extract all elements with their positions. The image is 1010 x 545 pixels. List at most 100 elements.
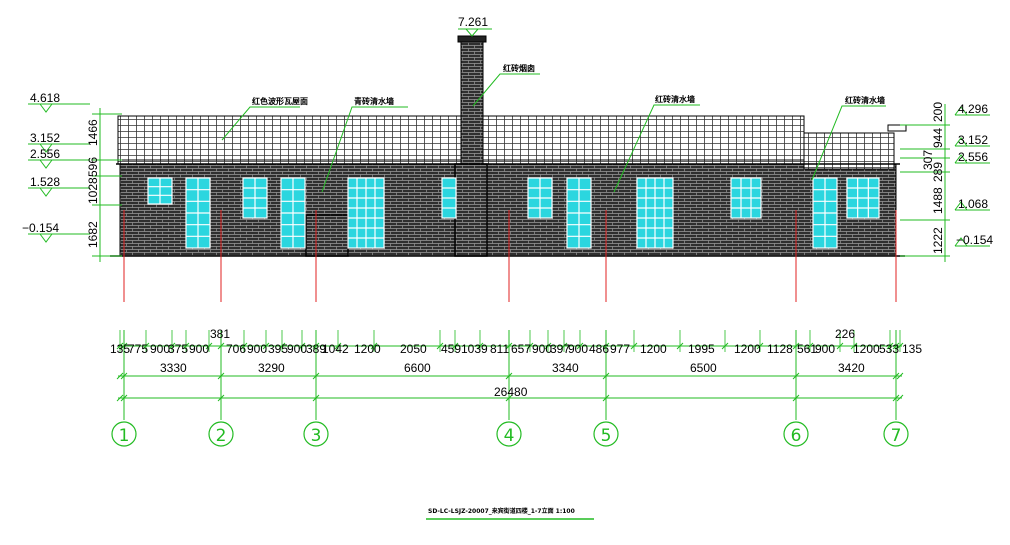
small-dim-label: 657	[511, 342, 531, 356]
note-chimney: 红砖烟囱	[503, 63, 535, 73]
note-wall-right: 红砖清水墙	[845, 95, 885, 105]
small-dim-label: 900	[247, 342, 267, 356]
small-dim-label: 375	[168, 342, 188, 356]
small-dim-label: 397	[550, 342, 570, 356]
segment-dim-label: 3330	[160, 361, 187, 375]
axis-label-6: 6	[791, 426, 802, 446]
elev-right-5: −0.154	[956, 233, 993, 247]
small-dim-label: 459	[441, 342, 461, 356]
dim-left-3: 1028	[86, 177, 100, 204]
segment-dim-label: 6600	[404, 361, 431, 375]
small-dim-label: 226	[835, 327, 855, 341]
dim-tick	[602, 372, 610, 380]
small-dim-label: 900	[815, 342, 835, 356]
small-dim-label: 900	[150, 342, 170, 356]
windows	[147, 177, 880, 249]
small-dim-label: 395	[268, 342, 288, 356]
axis-circle	[593, 421, 619, 447]
dim-right-3: 307	[921, 150, 935, 170]
elev-left-5: −0.154	[22, 221, 59, 235]
small-dim-label: 1200	[640, 342, 667, 356]
small-dim-label: 1039	[461, 342, 488, 356]
small-dim-label: 900	[287, 342, 307, 356]
dim-right-5: 1488	[931, 187, 945, 214]
axis-circle	[496, 421, 522, 447]
elev-left-2: 3.152	[30, 131, 60, 145]
axis-circle	[303, 421, 329, 447]
small-dim-label: 135	[110, 342, 130, 356]
small-dim-label: 135	[902, 342, 922, 356]
brick-wall	[119, 163, 897, 257]
small-dim-label: 900	[532, 342, 552, 356]
dim-tick	[217, 372, 225, 380]
dim-tick	[116, 372, 124, 380]
elev-left-1: 4.618	[30, 91, 60, 105]
dim-tick	[892, 372, 900, 380]
axis-label-3: 3	[311, 426, 322, 446]
small-dim-label: 775	[128, 342, 148, 356]
axis-circle	[783, 421, 809, 447]
small-dim-label: 2050	[400, 342, 427, 356]
drawing-caption: SD-LC-LSJZ-20007_来宾街道四楼_1-7立面 1:100	[428, 507, 575, 515]
left-elevation-markers	[28, 103, 122, 262]
small-dim-label: 389	[306, 342, 326, 356]
dim-right-6: 1222	[931, 227, 945, 254]
small-dim-label: 1128	[767, 342, 793, 356]
axis-label-4: 4	[504, 426, 515, 446]
small-dim-label: 1200	[354, 342, 381, 356]
small-dim-label: 706	[226, 342, 246, 356]
dimension-lines	[118, 345, 902, 399]
parapet-right	[887, 124, 907, 132]
small-dim-label: 1042	[322, 342, 349, 356]
elev-top: 7.261	[458, 15, 488, 29]
dim-right-4: 289	[931, 162, 945, 182]
elev-right-1: 4.296	[958, 102, 988, 116]
total-dimension: 26480	[494, 385, 528, 399]
small-dim-label: 486	[589, 342, 609, 356]
leaders	[221, 73, 886, 193]
top-elevation-marker	[458, 28, 492, 37]
small-dim-label: 977	[610, 342, 630, 356]
segment-dim-label: 6500	[690, 361, 717, 375]
elev-right-2: 3.152	[958, 133, 988, 147]
chimney	[460, 39, 484, 165]
segment-dim-label: 3290	[258, 361, 285, 375]
axis-circle	[111, 421, 137, 447]
dim-tick	[896, 372, 904, 380]
small-dim-label: 1200	[853, 342, 880, 356]
dim-left-1: 1466	[86, 119, 100, 146]
dim-left-2: 596	[86, 157, 100, 177]
segment-dim-label: 3340	[552, 361, 579, 375]
dim-tick	[792, 372, 800, 380]
dim-right-1: 200	[931, 102, 945, 122]
note-wall-center: 红砖清水墙	[655, 94, 695, 104]
building	[110, 35, 907, 257]
axis-label-2: 2	[216, 426, 227, 446]
dim-left-4: 1682	[86, 221, 100, 248]
right-elevation-markers	[900, 104, 990, 262]
note-wall-left: 青砖清水墙	[354, 96, 394, 106]
note-roof: 红色波形瓦屋面	[252, 96, 308, 106]
axis-label-7: 7	[891, 426, 902, 446]
elev-left-4: 1.528	[30, 175, 60, 189]
elev-right-3: 2.556	[958, 150, 988, 164]
dim-tick	[312, 372, 320, 380]
axis-circle	[883, 421, 909, 447]
axis-label-1: 1	[119, 426, 130, 446]
dim-tick	[116, 394, 124, 402]
small-dim-label: 900	[189, 342, 209, 356]
dim-tick	[896, 394, 904, 402]
dimension-ticks	[116, 330, 904, 402]
small-dim-label: 900	[568, 342, 588, 356]
dim-tick	[120, 372, 128, 380]
elev-right-4: 1.068	[958, 197, 988, 211]
axis-label-5: 5	[601, 426, 612, 446]
chimney-cap	[457, 35, 487, 43]
small-dim-label: 1995	[688, 342, 715, 356]
small-dim-label: 561	[797, 342, 817, 356]
elev-left-3: 2.556	[30, 147, 60, 161]
small-dim-label: 811	[490, 342, 509, 356]
